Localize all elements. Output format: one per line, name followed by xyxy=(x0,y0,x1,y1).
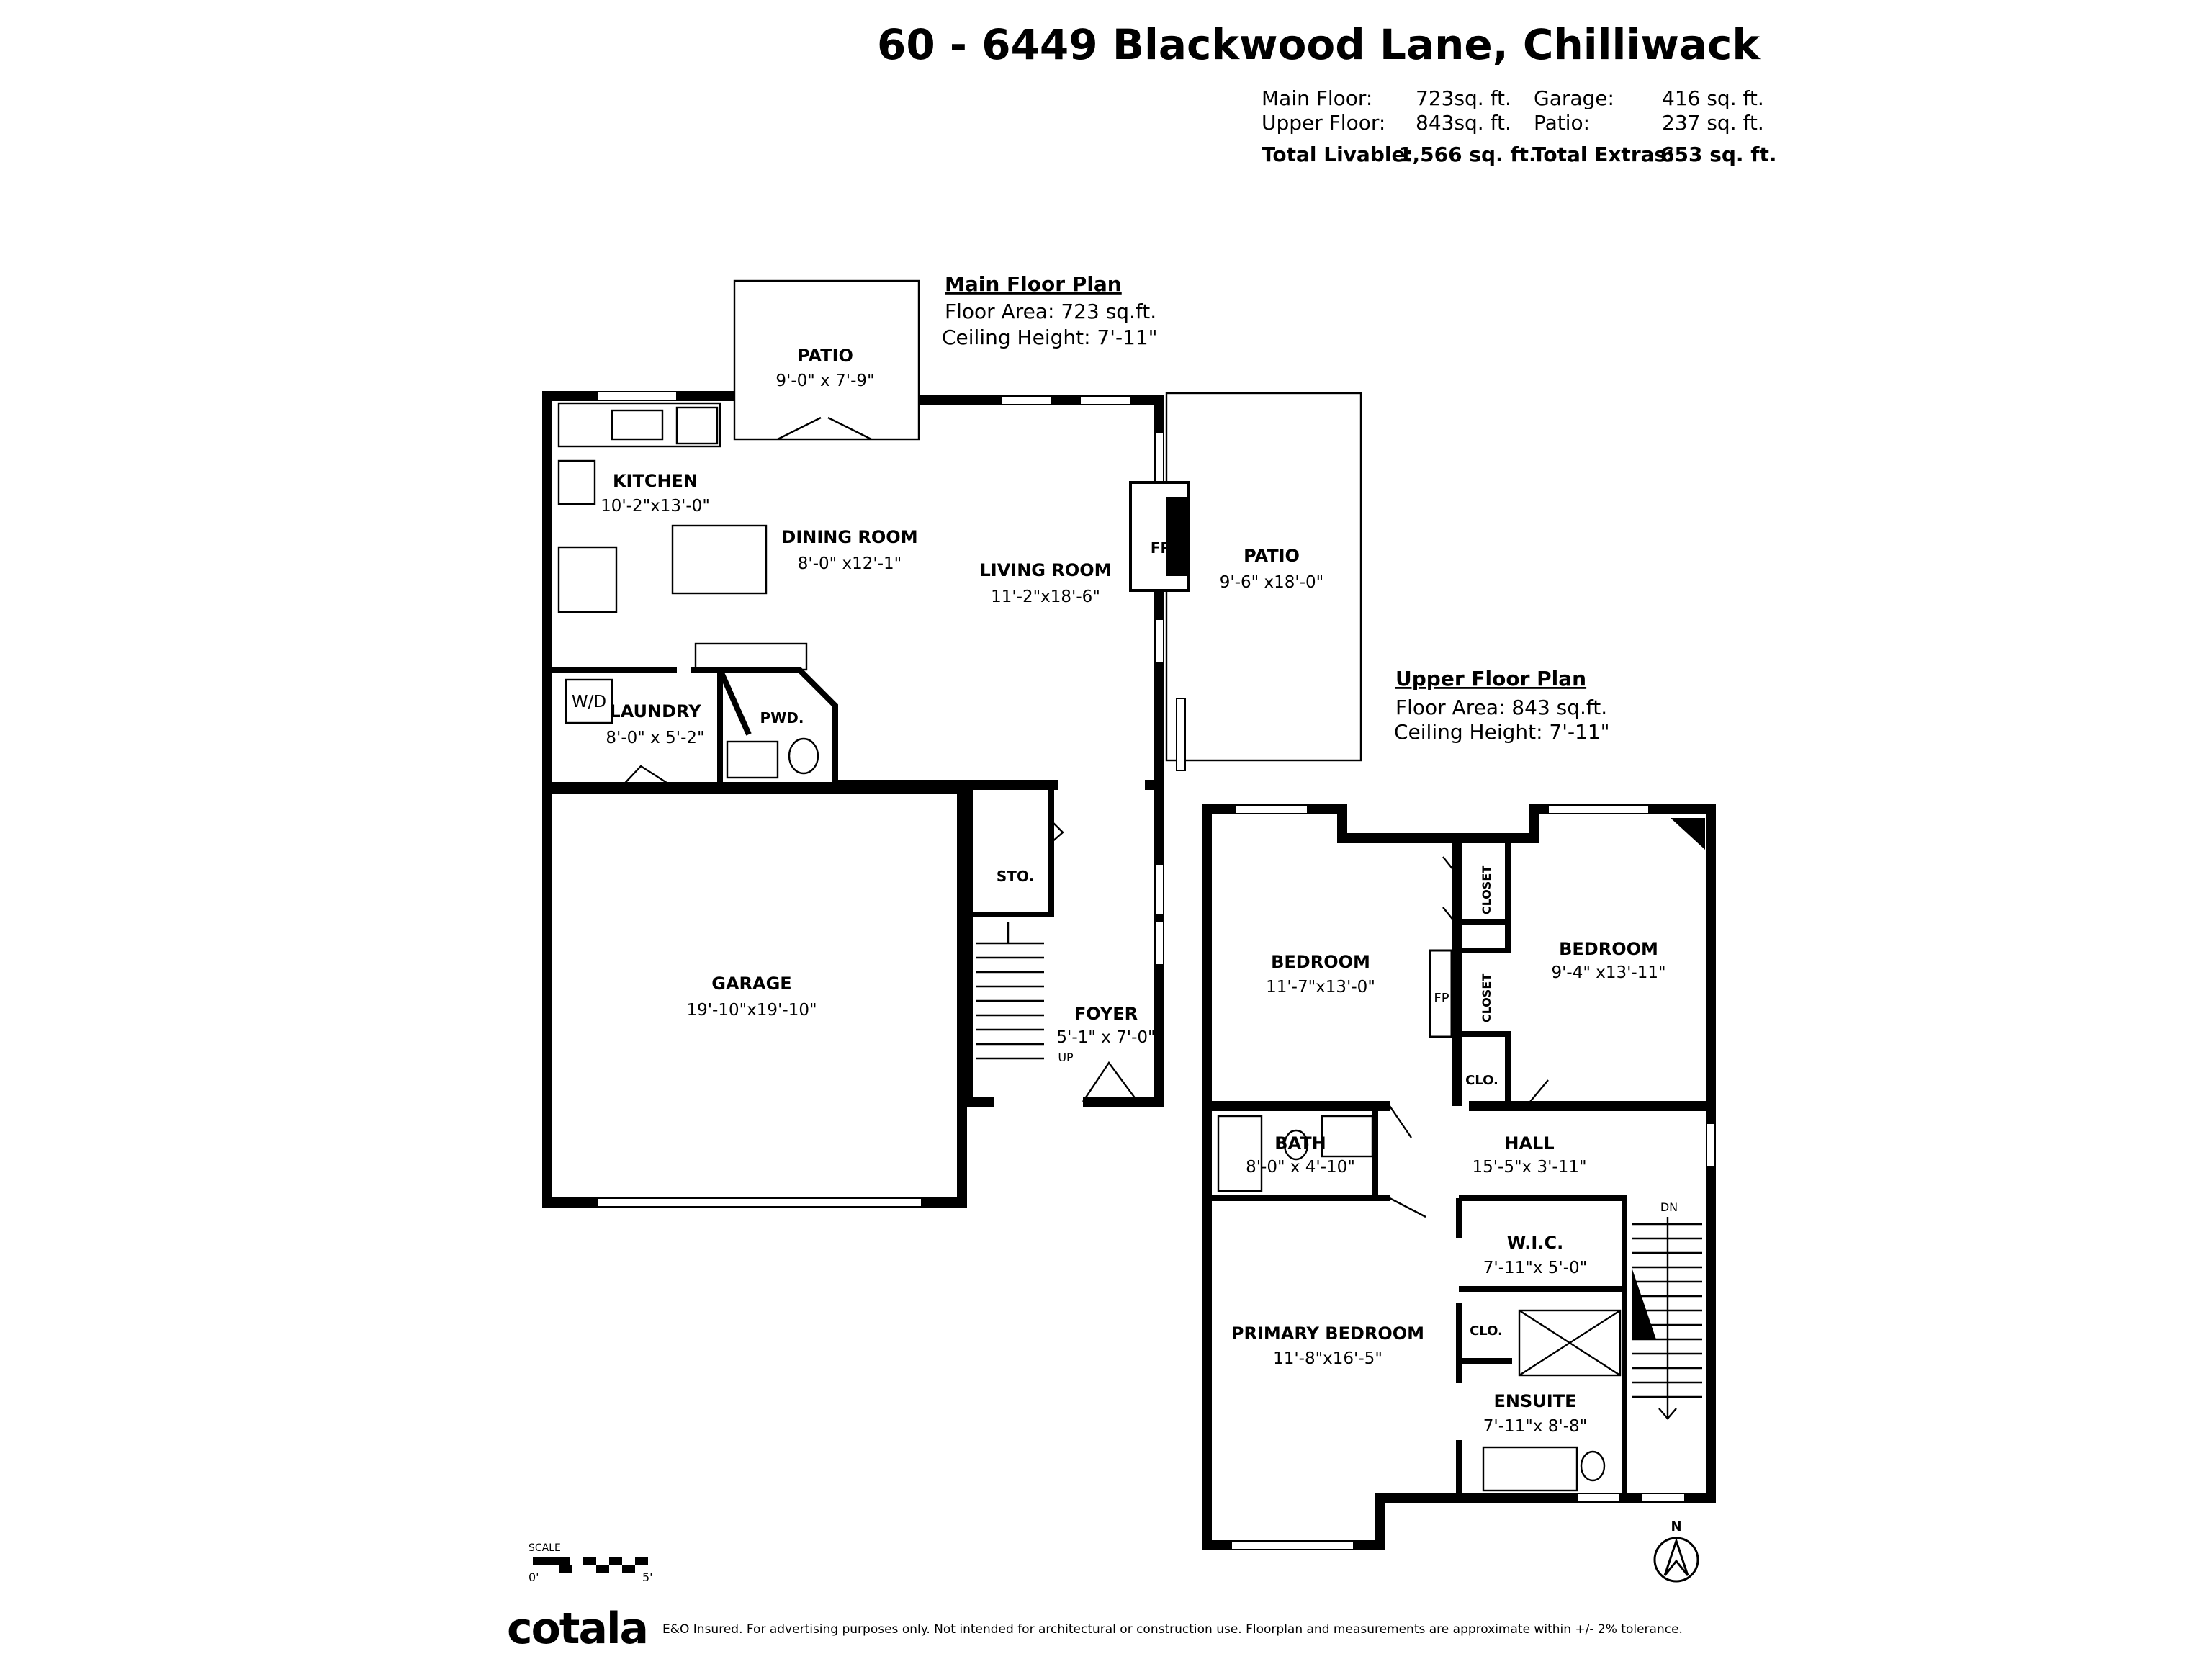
room-patio-side-name: PATIO xyxy=(1244,546,1300,566)
scale-label: SCALE xyxy=(529,1542,561,1554)
stairs-up-label: UP xyxy=(1058,1051,1074,1064)
upper-fireplace-label: FP xyxy=(1434,991,1449,1006)
room-hall-name: HALL xyxy=(1504,1133,1554,1154)
patio-label: Patio: xyxy=(1534,111,1590,135)
upper-floor-plan xyxy=(1202,804,1716,1550)
cotala-logo: cotala xyxy=(507,1604,647,1654)
kitchen-island xyxy=(671,524,768,595)
main-floor-labels: PATIO 9'-0" x 7'-9" KITCHEN 10'-2"x13'-0… xyxy=(572,346,1323,1064)
room-wic-name: W.I.C. xyxy=(1507,1233,1563,1253)
main-stairs xyxy=(976,922,1044,1060)
room-laundry-name: LAUNDRY xyxy=(609,701,701,721)
compass-label: N xyxy=(1671,1519,1681,1534)
scale-end: 5' xyxy=(642,1570,653,1584)
main-floor-info: Main Floor Plan Floor Area: 723 sq.ft. C… xyxy=(942,272,1158,349)
room-primary-name: PRIMARY BEDROOM xyxy=(1231,1323,1424,1344)
total-livable-label: Total Livable: xyxy=(1262,143,1413,166)
room-dining-dims: 8'-0" x12'-1" xyxy=(798,554,902,573)
main-floor-ceiling: Ceiling Height: 7'-11" xyxy=(942,325,1158,349)
disclaimer-text: E&O Insured. For advertising purposes on… xyxy=(662,1622,1683,1637)
upper-stairs xyxy=(1632,1217,1702,1420)
room-living-dims: 11'-2"x18'-6" xyxy=(991,588,1100,606)
closet1-label: CLOSET xyxy=(1480,866,1493,914)
room-bedroom1-name: BEDROOM xyxy=(1271,952,1370,972)
fireplace-upper xyxy=(1429,949,1453,1038)
patio-value: 237 sq. ft. xyxy=(1662,111,1764,135)
room-living-name: LIVING ROOM xyxy=(979,560,1111,580)
room-patio-top-name: PATIO xyxy=(797,346,853,366)
garage-value: 416 sq. ft. xyxy=(1662,86,1764,110)
upper-floor-value: 843sq. ft. xyxy=(1416,111,1511,135)
scale-bar: SCALE 0' 5' xyxy=(529,1542,653,1584)
room-wic-dims: 7'-11"x 5'-0" xyxy=(1483,1259,1588,1277)
room-laundry-dims: 8'-0" x 5'-2" xyxy=(606,729,704,747)
room-powder-name: PWD. xyxy=(760,709,804,727)
room-kitchen-dims: 10'-2"x13'-0" xyxy=(601,497,710,516)
main-floor-label: Main Floor: xyxy=(1262,86,1372,110)
fireplace-label: FP xyxy=(1151,539,1171,557)
total-extras-value: 653 sq. ft. xyxy=(1660,143,1777,166)
room-garage-name: GARAGE xyxy=(711,974,791,994)
scale-start: 0' xyxy=(529,1570,539,1584)
upper-floor-heading: Upper Floor Plan xyxy=(1395,667,1586,691)
room-storage-name: STO. xyxy=(997,868,1034,885)
room-bedroom2-name: BEDROOM xyxy=(1559,939,1658,959)
room-bath-name: BATH xyxy=(1274,1133,1326,1154)
property-address-title: 60 - 6449 Blackwood Lane, Chilliwack xyxy=(877,20,1761,69)
garage-label: Garage: xyxy=(1534,86,1614,110)
main-floor-plan xyxy=(542,279,1362,1208)
upper-floor-labels: BEDROOM 11'-7"x13'-0" BEDROOM 9'-4" x13'… xyxy=(1231,866,1678,1436)
room-foyer-name: FOYER xyxy=(1074,1004,1138,1024)
room-bedroom2-dims: 9'-4" x13'-11" xyxy=(1551,963,1665,982)
main-floor-area: Floor Area: 723 sq.ft. xyxy=(945,300,1156,323)
room-bedroom1-dims: 11'-7"x13'-0" xyxy=(1266,978,1375,997)
total-extras-label: Total Extras: xyxy=(1532,143,1674,166)
upper-floor-ceiling: Ceiling Height: 7'-11" xyxy=(1394,720,1610,744)
north-compass-icon: N xyxy=(1653,1519,1699,1583)
main-floor-value: 723sq. ft. xyxy=(1416,86,1511,110)
main-floor-heading: Main Floor Plan xyxy=(945,272,1122,296)
stairs-down-label: DN xyxy=(1660,1200,1678,1214)
clo-ensuite-label: CLO. xyxy=(1470,1323,1503,1339)
room-patio-top-dims: 9'-0" x 7'-9" xyxy=(775,372,874,390)
clo-hall-label: CLO. xyxy=(1465,1073,1498,1088)
upper-floor-area: Floor Area: 843 sq.ft. xyxy=(1395,696,1607,719)
room-patio-side-dims: 9'-6" x18'-0" xyxy=(1220,573,1324,592)
room-bath-dims: 8'-0" x 4'-10" xyxy=(1246,1158,1355,1177)
room-garage-dims: 19'-10"x19'-10" xyxy=(686,1001,817,1020)
room-dining-name: DINING ROOM xyxy=(781,527,917,547)
room-hall-dims: 15'-5"x 3'-11" xyxy=(1472,1158,1586,1177)
upper-floor-label: Upper Floor: xyxy=(1262,111,1385,135)
area-summary: Main Floor: 723sq. ft. Garage: 416 sq. f… xyxy=(1262,86,1777,166)
total-livable-value: 1,566 sq. ft. xyxy=(1398,143,1537,166)
room-primary-dims: 11'-8"x16'-5" xyxy=(1273,1349,1382,1368)
room-foyer-dims: 5'-1" x 7'-0" xyxy=(1056,1028,1155,1047)
room-ensuite-name: ENSUITE xyxy=(1494,1391,1577,1411)
washer-dryer-label: W/D xyxy=(572,693,606,711)
upper-floor-info: Upper Floor Plan Floor Area: 843 sq.ft. … xyxy=(1394,667,1610,744)
patio-top-outline xyxy=(733,279,920,441)
washer-dryer xyxy=(565,678,613,724)
closet2-label: CLOSET xyxy=(1480,974,1493,1022)
room-kitchen-name: KITCHEN xyxy=(613,471,698,491)
room-ensuite-dims: 7'-11"x 8'-8" xyxy=(1483,1417,1588,1436)
